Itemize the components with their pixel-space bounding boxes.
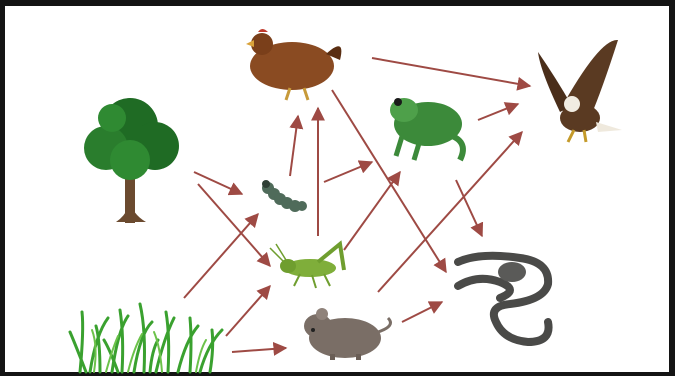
grasshopper-organism: [270, 244, 344, 288]
arrow-caterpillar-to-frog: [324, 162, 372, 182]
arrow-mouse-to-snake: [402, 302, 442, 322]
tree-crown-5: [98, 104, 126, 132]
arrow-grass-to-grasshopper: [226, 286, 270, 336]
arrow-tree-to-grasshopper: [198, 184, 270, 266]
arrow-hen-to-eagle: [372, 58, 530, 86]
arrow-frog-to-snake: [456, 180, 482, 236]
feeding-arrows: [184, 58, 530, 352]
arrow-frog-to-eagle: [478, 104, 518, 120]
arrow-grass-to-mouse: [232, 348, 286, 352]
frame-right: [669, 0, 675, 376]
frame-left: [0, 0, 5, 376]
tree-crown-4: [110, 140, 150, 180]
hen-organism: [246, 29, 341, 100]
grass-organism: [70, 304, 222, 372]
mouse-organism: [304, 308, 390, 360]
arrow-caterpillar-to-hen: [290, 116, 298, 176]
caterpillar-organism: [262, 180, 307, 212]
eagle-organism: [538, 40, 622, 142]
arrow-tree-to-caterpillar: [194, 172, 242, 194]
tree-organism: [84, 98, 179, 223]
frame-top: [0, 0, 675, 6]
arrow-grass-to-caterpillar: [184, 214, 258, 298]
snake-organism: [458, 256, 549, 342]
frog-organism: [390, 98, 463, 160]
